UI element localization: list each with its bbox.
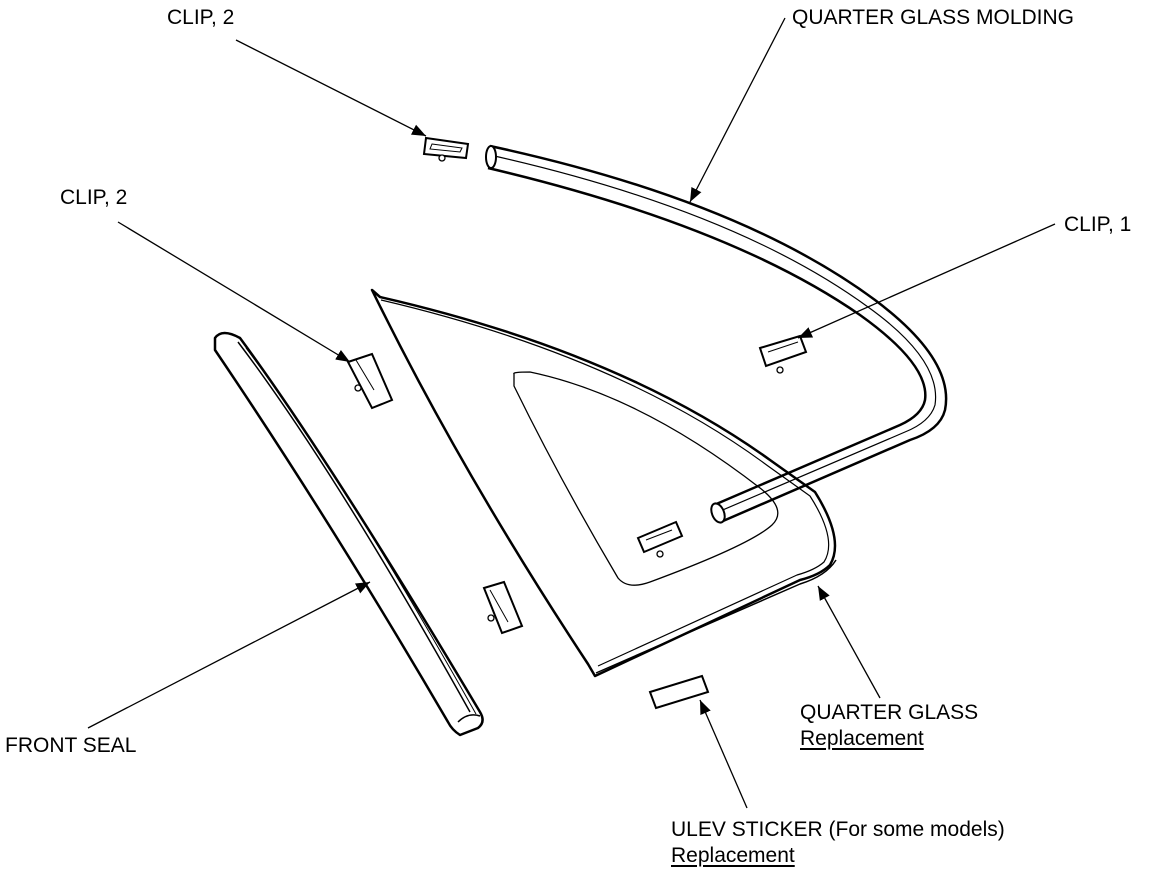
quarter-glass-dotted-area (513, 371, 779, 586)
quarter-glass-outline (370, 288, 837, 678)
front-seal-end (457, 714, 481, 723)
label-clip-2-top: CLIP, 2 (167, 6, 235, 29)
clip-1-upper-part (758, 334, 808, 374)
leader-quarter-glass-molding (689, 17, 786, 203)
clip-1-lower-part (636, 520, 684, 558)
leader-clip-1 (797, 223, 1056, 339)
ulev-sticker-part (648, 674, 710, 710)
quarter-glass-lower-edge (595, 559, 837, 674)
front-seal-outline (213, 331, 484, 737)
leader-quarter-glass (817, 585, 881, 699)
label-clip-1: CLIP, 1 (1064, 213, 1132, 236)
quarter-glass-part (370, 288, 837, 678)
label-ulev-sticker-replacement: Replacement (671, 844, 795, 867)
label-clip-2-left: CLIP, 2 (60, 186, 128, 209)
label-quarter-glass-molding: QUARTER GLASS MOLDING (792, 6, 1075, 29)
clip-2-top-part (422, 136, 470, 162)
leader-clip-2-left (117, 221, 351, 363)
label-quarter-glass-replacement: Replacement (800, 727, 924, 750)
molding-outer (489, 144, 948, 523)
clip-2-left-part (346, 352, 394, 410)
label-quarter-glass: QUARTER GLASS (800, 701, 979, 724)
leader-clip-2-top (235, 39, 427, 137)
molding-inner (487, 166, 927, 507)
clip-2-lower-part (482, 580, 524, 635)
molding-top-end (485, 145, 497, 169)
front-seal-ridge-2 (245, 347, 477, 715)
label-front-seal: FRONT SEAL (5, 734, 137, 757)
quarter-glass-molding-part (485, 144, 948, 524)
front-seal-ridge (237, 341, 471, 713)
molding-bottom-end (710, 502, 726, 524)
front-seal-part (213, 331, 484, 737)
leader-front-seal (87, 581, 371, 729)
quarter-glass-inner-edge (380, 299, 830, 667)
label-ulev-sticker: ULEV STICKER (For some models) (671, 818, 1005, 841)
leader-ulev-sticker (699, 699, 748, 809)
